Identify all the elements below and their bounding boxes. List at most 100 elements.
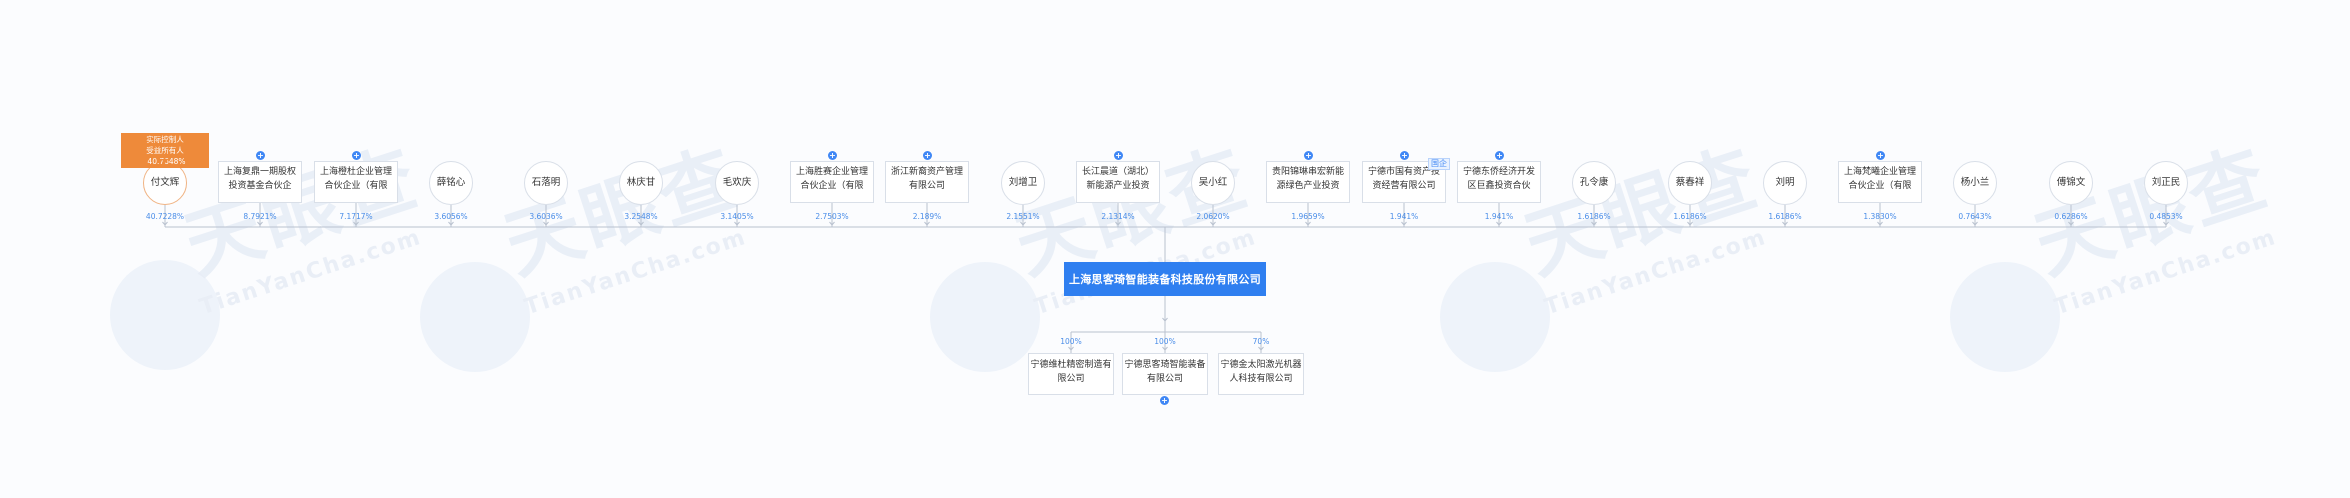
shareholder-arrow-icon <box>543 221 549 226</box>
shareholder-arrow-icon <box>1687 221 1693 226</box>
shareholding-percent: 0.7643% <box>1958 212 1992 221</box>
subsidiary-percent: 100% <box>1060 337 1082 346</box>
shareholder-name: 毛欢庆 <box>722 177 752 189</box>
subsidiary-arrow-icon <box>1258 346 1264 351</box>
expand-shareholder-plus-icon[interactable]: + <box>1114 151 1123 160</box>
shareholding-percent: 2.1314% <box>1101 212 1135 221</box>
subsidiary-arrow-icon <box>1162 317 1168 322</box>
controller-label: 实际控制人 <box>146 135 184 144</box>
shareholder-arrow-icon <box>162 221 168 226</box>
shareholder-name: 付文辉 <box>150 177 180 189</box>
shareholding-percent: 3.6056% <box>434 212 468 221</box>
shareholder-person-node[interactable]: 蔡春祥 <box>1668 161 1712 205</box>
shareholding-percent: 8.7921% <box>243 212 277 221</box>
shareholding-percent: 1.6186% <box>1768 212 1802 221</box>
shareholding-percent: 1.6186% <box>1673 212 1707 221</box>
shareholder-person-node[interactable]: 刘正民 <box>2144 161 2188 205</box>
shareholder-arrow-icon <box>734 221 740 226</box>
shareholder-arrow-icon <box>2163 221 2169 226</box>
target-company[interactable]: 上海思客琦智能装备科技股份有限公司 <box>1064 262 1266 296</box>
expand-subsidiaries-plus-icon[interactable]: + <box>1160 396 1169 405</box>
subsidiary-node[interactable]: 宁德金太阳激光机器人科技有限公司 <box>1218 353 1304 395</box>
shareholder-name: 长江晨道（湖北）新能源产业投资合... <box>1081 167 1154 191</box>
subsidiary-percent: 100% <box>1154 337 1176 346</box>
shareholder-org-node[interactable]: 上海梵曦企业管理合伙企业（有限合... <box>1838 161 1922 203</box>
shareholder-person-node[interactable]: 石落明 <box>524 161 568 205</box>
shareholding-percent: 3.6036% <box>529 212 563 221</box>
shareholder-arrow-icon <box>1972 221 1978 226</box>
expand-shareholder-plus-icon[interactable]: + <box>1304 151 1313 160</box>
shareholder-org-node[interactable]: 上海胜赛企业管理合伙企业（有限合... <box>790 161 874 203</box>
expand-shareholder-plus-icon[interactable]: + <box>923 151 932 160</box>
shareholding-percent: 7.1717% <box>339 212 373 221</box>
shareholder-org-node[interactable]: 贵阳锦琳串宏新能源绿色产业投资基... <box>1266 161 1350 203</box>
expand-shareholder-plus-icon[interactable]: + <box>1495 151 1504 160</box>
shareholding-percent: 40.7228% <box>145 212 185 221</box>
shareholder-name: 林庆甘 <box>626 177 656 189</box>
shareholder-name: 贵阳锦琳串宏新能源绿色产业投资基... <box>1271 167 1344 191</box>
shareholder-org-node[interactable]: 长江晨道（湖北）新能源产业投资合... <box>1076 161 1160 203</box>
shareholder-name: 宁德东侨经济开发区巨鑫投资合伙企... <box>1462 167 1535 191</box>
shareholding-percent: 2.189% <box>912 212 942 221</box>
shareholder-name: 宁德市国有资产投资经营有限公司 <box>1367 167 1440 191</box>
shareholder-person-node[interactable]: 孔令康 <box>1572 161 1616 205</box>
shareholder-person-node[interactable]: 付文辉 <box>143 161 187 205</box>
shareholder-arrow-icon <box>1591 221 1597 226</box>
beneficiary-line: 受益所有人 40.7648% <box>125 145 205 167</box>
subsidiary-node[interactable]: 宁德思客琦智能装备有限公司 <box>1122 353 1208 395</box>
shareholder-name: 上海胜赛企业管理合伙企业（有限合... <box>795 167 868 191</box>
shareholder-name: 刘明 <box>1775 177 1795 189</box>
shareholder-name: 石落明 <box>531 177 561 189</box>
subsidiary-node[interactable]: 宁德维杜精密制造有限公司 <box>1028 353 1114 395</box>
shareholder-org-node[interactable]: 上海复鼎一期股权投资基金合伙企业... <box>218 161 302 203</box>
expand-shareholder-plus-icon[interactable]: + <box>352 151 361 160</box>
shareholding-percent: 2.7503% <box>815 212 849 221</box>
expand-shareholder-plus-icon[interactable]: + <box>1876 151 1885 160</box>
shareholding-percent: 2.0620% <box>1196 212 1230 221</box>
shareholding-percent: 1.941% <box>1389 212 1419 221</box>
shareholder-name: 浙江新裔资产管理有限公司 <box>890 167 963 191</box>
shareholder-org-node[interactable]: 浙江新裔资产管理有限公司 <box>885 161 969 203</box>
shareholder-person-node[interactable]: 吴小红 <box>1191 161 1235 205</box>
shareholder-person-node[interactable]: 杨小兰 <box>1953 161 1997 205</box>
shareholding-percent: 3.1405% <box>720 212 754 221</box>
shareholder-person-node[interactable]: 刘明 <box>1763 161 1807 205</box>
shareholder-org-node[interactable]: 宁德东侨经济开发区巨鑫投资合伙企... <box>1457 161 1541 203</box>
shareholder-arrow-icon <box>1782 221 1788 226</box>
shareholder-arrow-icon <box>1305 221 1311 226</box>
shareholder-person-node[interactable]: 傅锦文 <box>2049 161 2093 205</box>
state-owned-tag: 国企 <box>1428 158 1450 170</box>
shareholder-arrow-icon <box>353 221 359 226</box>
shareholder-name: 上海复鼎一期股权投资基金合伙企业... <box>223 167 296 191</box>
shareholder-name: 上海梵曦企业管理合伙企业（有限合... <box>1843 167 1916 191</box>
shareholder-org-node[interactable]: 上海橙杜企业管理合伙企业（有限合... <box>314 161 398 203</box>
shareholder-arrow-icon <box>1496 221 1502 226</box>
subsidiary-percent: 70% <box>1252 337 1270 346</box>
subsidiary-name: 宁德思客琦智能装备有限公司 <box>1124 360 1206 384</box>
subsidiary-arrow-icon <box>1162 346 1168 351</box>
shareholder-arrow-icon <box>1877 221 1883 226</box>
subsidiary-name: 宁德金太阳激光机器人科技有限公司 <box>1220 360 1302 384</box>
shareholder-arrow-icon <box>638 221 644 226</box>
shareholder-person-node[interactable]: 刘增卫 <box>1001 161 1045 205</box>
shareholder-arrow-icon <box>924 221 930 226</box>
shareholding-percent: 1.9659% <box>1291 212 1325 221</box>
expand-shareholder-plus-icon[interactable]: + <box>828 151 837 160</box>
shareholder-name: 孔令康 <box>1579 177 1609 189</box>
expand-shareholder-plus-icon[interactable]: + <box>1400 151 1409 160</box>
expand-shareholder-plus-icon[interactable]: + <box>256 151 265 160</box>
shareholder-arrow-icon <box>1210 221 1216 226</box>
shareholder-arrow-icon <box>829 221 835 226</box>
shareholder-person-node[interactable]: 薛铭心 <box>429 161 473 205</box>
subsidiary-name: 宁德维杜精密制造有限公司 <box>1030 360 1112 384</box>
shareholder-name: 蔡春祥 <box>1675 177 1705 189</box>
shareholding-percent: 1.941% <box>1484 212 1514 221</box>
shareholder-name: 杨小兰 <box>1960 177 1990 189</box>
shareholder-person-node[interactable]: 毛欢庆 <box>715 161 759 205</box>
shareholder-arrow-icon <box>257 221 263 226</box>
shareholder-arrow-icon <box>1115 221 1121 226</box>
shareholder-name: 薛铭心 <box>436 177 466 189</box>
shareholder-person-node[interactable]: 林庆甘 <box>619 161 663 205</box>
